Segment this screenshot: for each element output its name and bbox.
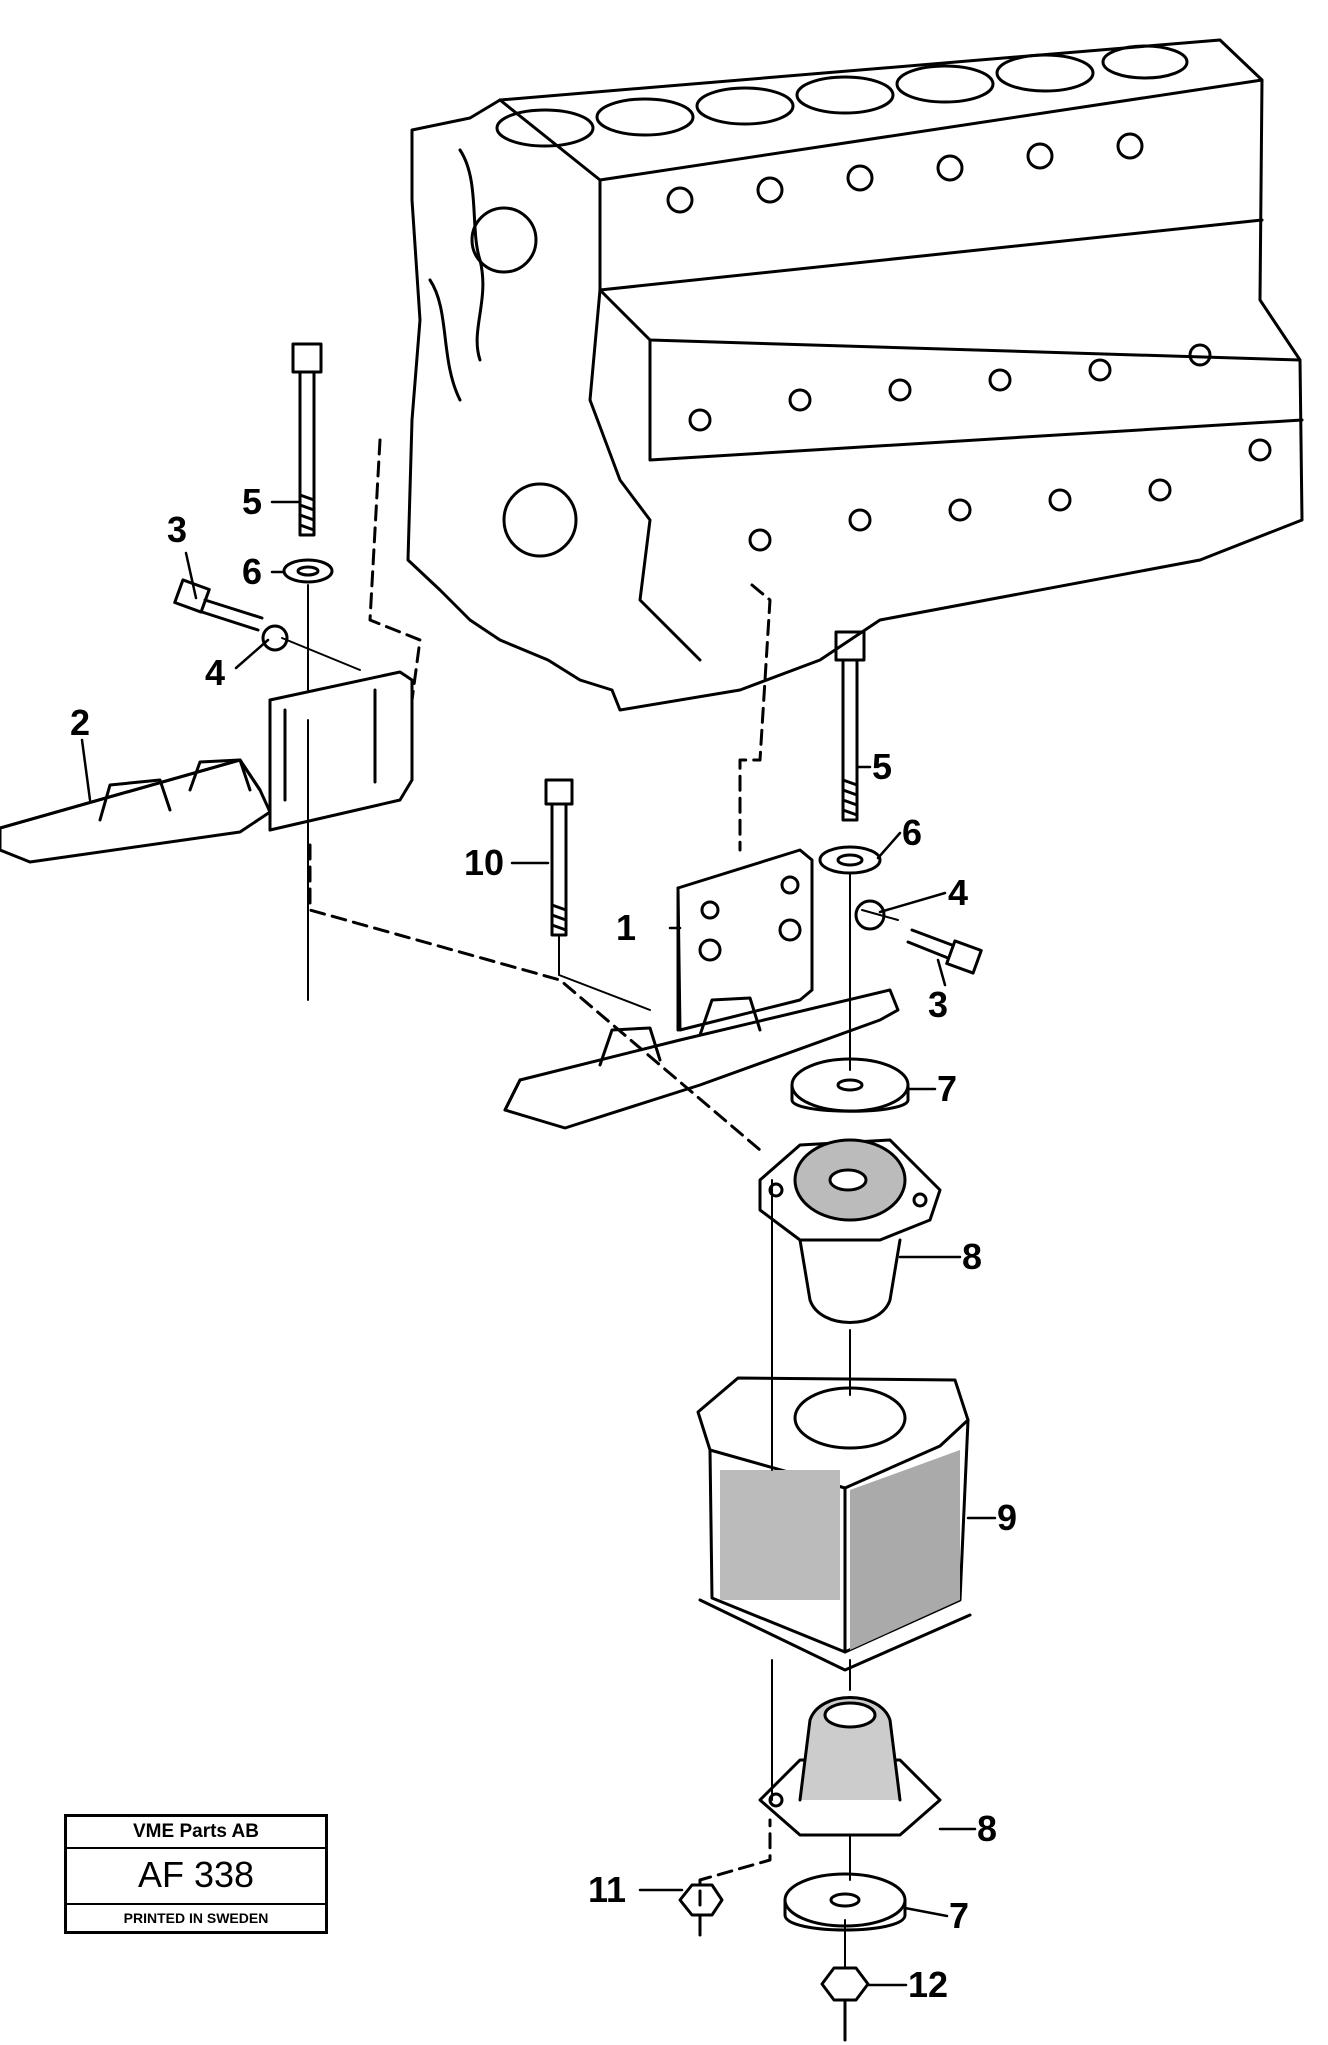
callout-3-left: 3 — [167, 509, 188, 550]
bracket-left — [0, 670, 414, 864]
callout-11: 11 — [588, 1869, 627, 1910]
callout-12: 12 — [908, 1964, 949, 2005]
callout-8-upper: 8 — [962, 1236, 983, 1277]
pad-7-upper — [790, 1057, 910, 1113]
callout-2: 2 — [70, 702, 91, 743]
nut-12 — [820, 1966, 870, 2042]
callout-1: 1 — [616, 907, 637, 948]
washer-4-left — [261, 624, 289, 652]
callout-10: 10 — [464, 842, 505, 883]
bracket-center — [503, 848, 900, 1130]
leader-lines — [80, 500, 997, 1987]
nut-11 — [678, 1883, 724, 1937]
washer-4-right — [854, 899, 886, 931]
screw-3-left — [173, 578, 264, 632]
stamp-code: AF 338 — [67, 1847, 325, 1905]
callout-4-left: 4 — [205, 652, 226, 693]
callout-5-right: 5 — [872, 746, 893, 787]
callout-7-upper: 7 — [937, 1068, 958, 1109]
stamp-company: VME Parts AB — [67, 1817, 325, 1849]
bolt-10 — [544, 778, 574, 937]
assembly-lines — [308, 438, 772, 1907]
washer-6-right — [818, 845, 882, 875]
callout-6-right: 6 — [902, 812, 923, 853]
rubber-mount-8-lower — [758, 1696, 942, 1837]
rubber-mount-8-upper — [758, 1138, 942, 1324]
callout-4-right: 4 — [948, 872, 969, 913]
callout-5-left: 5 — [242, 481, 263, 522]
engine-block — [406, 38, 1304, 712]
title-stamp: VME Parts AB AF 338 PRINTED IN SWEDEN — [64, 1814, 328, 1934]
bolt-5-left — [291, 342, 323, 537]
callout-9: 9 — [997, 1497, 1018, 1538]
stamp-printed: PRINTED IN SWEDEN — [123, 1910, 269, 1926]
washer-6-left — [282, 558, 334, 584]
screw-3-right — [906, 928, 983, 975]
bolt-5-right — [834, 630, 866, 822]
callout-3-right: 3 — [928, 984, 949, 1025]
support-box-9 — [696, 1376, 972, 1672]
callout-7-lower: 7 — [949, 1895, 970, 1936]
alignment-lines — [281, 584, 899, 1969]
callout-6-left: 6 — [242, 551, 263, 592]
callout-8-lower: 8 — [977, 1808, 998, 1849]
